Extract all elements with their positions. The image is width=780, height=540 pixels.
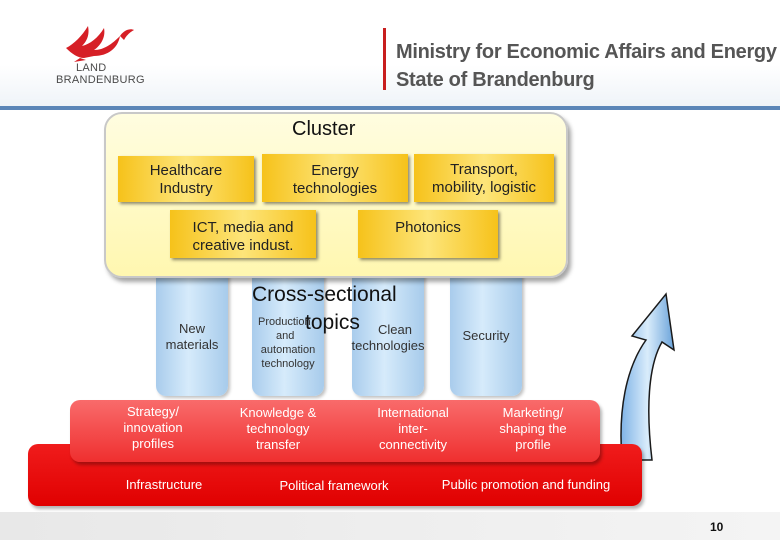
strategy-item-3: International inter- connectivity: [360, 405, 466, 453]
cluster-healthcare-line2: Industry: [159, 180, 213, 197]
cluster-ict-line1: ICT, media and: [192, 219, 294, 236]
base-item-infrastructure: Infrastructure: [125, 477, 203, 492]
pillar-clean-line2: technologies: [351, 338, 425, 353]
cluster-label-healthcare: Healthcare Industry: [118, 162, 254, 198]
strategy-band: [70, 400, 600, 462]
logo-line-1: LAND: [76, 62, 107, 74]
cluster-label-energy: Energy technologies: [262, 162, 408, 198]
pillar-clean-line1: Clean: [378, 322, 412, 337]
cluster-box-energy: [262, 154, 408, 202]
pillar-clean-tech: [352, 268, 424, 396]
strategy-3-line3: connectivity: [379, 437, 447, 452]
pillar-label-new-materials: New materials: [156, 321, 228, 353]
strategy-item-1: Strategy/ innovation profiles: [108, 404, 198, 452]
cluster-box-healthcare: [118, 156, 254, 202]
strategy-3-line1: International: [377, 405, 449, 420]
cluster-energy-line2: technologies: [292, 180, 378, 197]
strategy-3-line2: inter-: [398, 421, 428, 436]
curved-arrow-icon: [620, 292, 675, 461]
cluster-transport-line1: Transport,: [450, 161, 518, 178]
pillar-label-production: Production and automation technology: [252, 315, 324, 371]
cluster-box-ict: [170, 210, 316, 258]
cross-sectional-title-2: topics: [305, 311, 360, 334]
cluster-healthcare-line1: Healthcare: [149, 162, 223, 179]
strategy-1-line1: Strategy/: [126, 404, 180, 419]
strategy-1-line3: profiles: [132, 436, 174, 451]
pillar-label-security: Security: [450, 328, 522, 344]
ministry-title: Ministry for Economic Affairs and Energy…: [396, 38, 777, 94]
cluster-label-ict: ICT, media and creative indust.: [170, 219, 316, 255]
pillar-production: [252, 268, 324, 396]
pillar-security-line1: Security: [462, 328, 510, 343]
footer-bar: [0, 512, 780, 540]
cluster-box-photonics: [358, 210, 498, 258]
cluster-photonics-line1: Photonics: [395, 219, 461, 236]
cluster-transport-line2: mobility, logistic: [432, 179, 536, 196]
strategy-4-line1: Marketing/: [502, 405, 564, 420]
strategy-2-line1: Knowledge &: [239, 405, 317, 420]
cluster-title: Cluster: [292, 118, 356, 140]
logo-line-2: BRANDENBURG: [56, 74, 145, 86]
cluster-energy-line1: Energy: [311, 162, 359, 179]
strategy-item-2: Knowledge & technology transfer: [226, 405, 330, 453]
page-number: 10: [710, 520, 724, 534]
cluster-ict-line2: creative indust.: [192, 237, 294, 254]
cluster-box-transport: [414, 154, 554, 202]
cross-sectional-title-1: Cross-sectional: [252, 283, 397, 306]
base-item-political: Political framework: [279, 478, 389, 493]
strategy-2-line3: transfer: [255, 437, 301, 452]
header-accent-bar: [383, 28, 386, 90]
pillar-production-line1: Production: [258, 316, 311, 328]
header-rule: [0, 106, 780, 110]
pillar-new-materials: [156, 268, 228, 396]
cluster-label-photonics: Photonics: [358, 219, 498, 237]
base-item-promotion: Public promotion and funding: [441, 477, 611, 492]
pillar-label-clean: Clean technologies: [344, 322, 432, 354]
pillar-production-line2: and: [276, 330, 295, 342]
pillar-security: [450, 268, 522, 396]
pillar-new-line1: New: [178, 321, 205, 336]
strategy-4-line2: shaping the: [499, 421, 567, 436]
strategy-1-line2: innovation: [123, 420, 183, 435]
strategy-2-line2: technology: [246, 421, 310, 436]
pillar-new-line2: materials: [165, 337, 219, 352]
strategy-4-line3: profile: [515, 437, 551, 452]
page-header: [0, 0, 780, 108]
logo-text: LAND BRANDENBURG: [56, 62, 158, 86]
cluster-label-transport: Transport, mobility, logistic: [414, 161, 554, 197]
pillar-production-line4: technology: [261, 358, 315, 370]
eagle-logo-icon: [66, 26, 134, 62]
pillar-production-line3: automation: [260, 344, 316, 356]
ministry-line-2: State of Brandenburg: [396, 69, 595, 91]
strategy-item-4: Marketing/ shaping the profile: [484, 405, 582, 453]
ministry-line-1: Ministry for Economic Affairs and Energy: [396, 41, 777, 63]
